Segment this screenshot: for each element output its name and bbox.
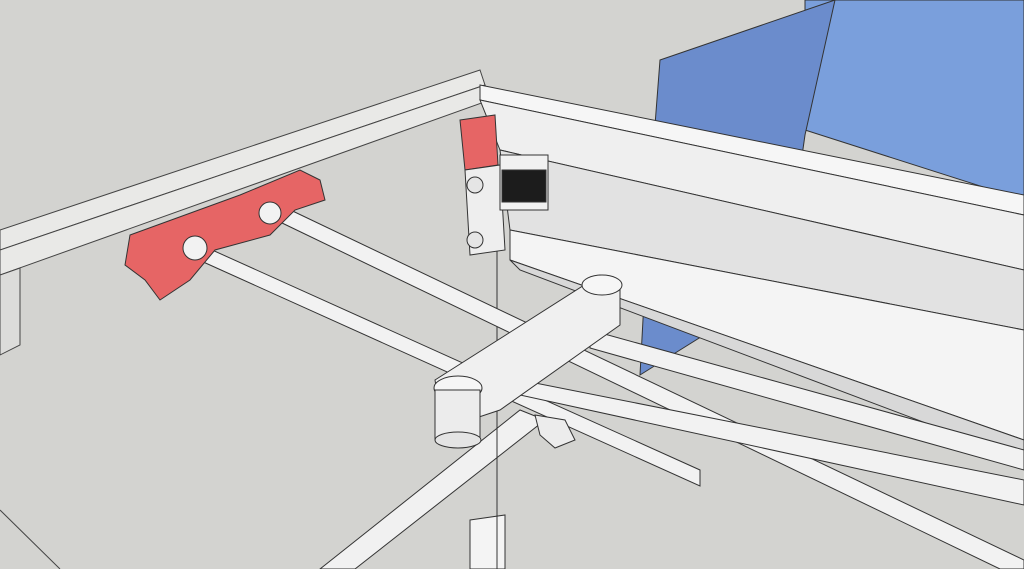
top-rail — [479, 84, 1024, 461]
rods — [189, 204, 1024, 569]
red-end-bracket — [124, 114, 499, 301]
front-rail — [319, 250, 546, 569]
stepper-motor — [464, 154, 549, 256]
carriage-arm — [433, 274, 623, 449]
